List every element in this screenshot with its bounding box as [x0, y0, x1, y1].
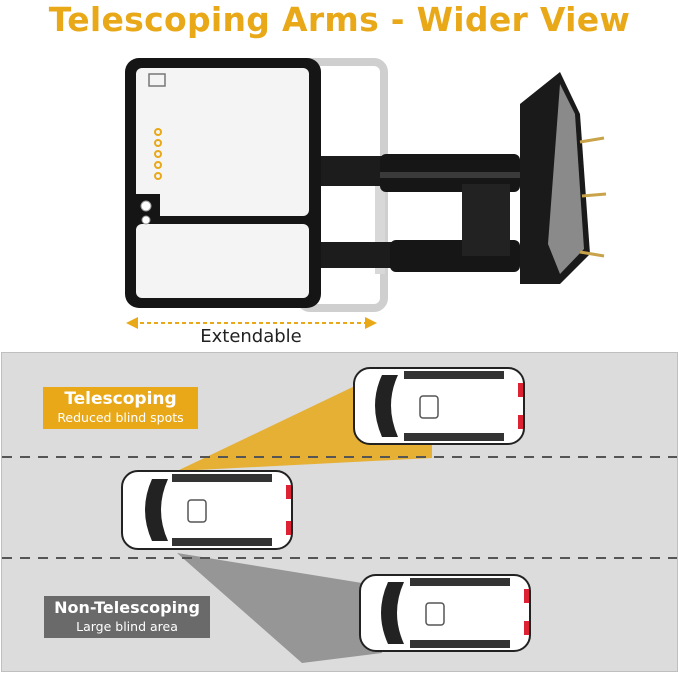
double-arrow-icon	[126, 317, 377, 329]
page-title: Telescoping Arms - Wider View	[48, 0, 631, 39]
blind-area	[177, 553, 382, 663]
car-center	[121, 470, 293, 550]
telescoping-tag: Telescoping Reduced blind spots	[43, 387, 198, 429]
mirror-drawing	[125, 58, 607, 329]
non-telescoping-title: Non-Telescoping	[54, 598, 200, 617]
turn-signal-light-5	[154, 172, 162, 180]
puddle-light	[140, 200, 152, 212]
ghost-arm	[375, 174, 385, 274]
non-telescoping-subtitle: Large blind area	[76, 619, 178, 634]
extendable-label: Extendable	[200, 326, 302, 347]
mirror-glass-lower	[136, 224, 309, 298]
turn-signal-light-3	[154, 150, 162, 158]
mount-bolt	[579, 136, 605, 144]
arm-joint	[462, 184, 510, 256]
turn-signal-light-2	[154, 139, 162, 147]
heated-mirror-icon	[148, 73, 166, 87]
car-lower	[359, 574, 531, 652]
telescoping-subtitle: Reduced blind spots	[57, 410, 184, 425]
turn-signal-light-4	[154, 161, 162, 169]
telescoping-title: Telescoping	[64, 389, 177, 409]
road-drawing	[2, 367, 677, 663]
mirror-glass-upper	[136, 68, 309, 216]
non-telescoping-tag: Non-Telescoping Large blind area	[44, 596, 210, 638]
mirror-illustration	[0, 44, 679, 348]
car-upper	[353, 367, 525, 445]
turn-signal-light-1	[154, 128, 162, 136]
